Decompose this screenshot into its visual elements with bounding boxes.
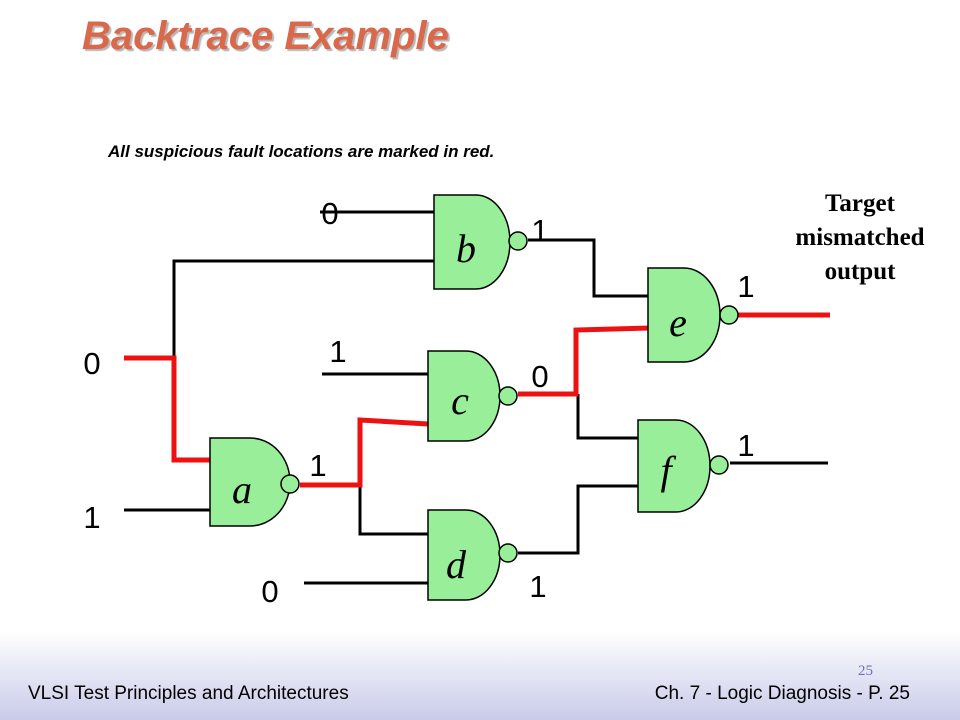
footer-course-title: VLSI Test Principles and Architectures [28,683,349,704]
wire-c-to-f [576,394,640,440]
wire-b-to-e [528,238,650,298]
value-in-a-top: 0 [83,346,100,381]
gates [209,194,739,601]
gate-e-bubble [719,305,739,325]
gate-a [209,437,300,527]
page-number: 25 [858,663,873,679]
gate-a-bubble [280,474,300,494]
gate-label-b: b [456,226,476,271]
gate-d-bubble [498,543,518,563]
gate-label-a: a [232,467,252,512]
wire-b-input-bottom [172,259,436,358]
gate-label-e: e [669,300,687,345]
fault-wire-c-to-e [518,325,651,397]
wire-a-to-d [358,484,428,536]
gate-c [427,350,518,442]
gate-b [433,194,528,290]
gate-label-c: c [451,378,469,423]
value-out-d: 1 [529,569,546,604]
gate-f-bubble [709,455,729,475]
value-out-f: 1 [737,428,754,463]
gate-c-bubble [498,386,518,406]
value-in-c-top: 1 [329,334,346,369]
suspicious-wires [124,312,830,488]
slide-subtitle: All suspicious fault locations are marke… [108,142,495,161]
gate-b-bubble [508,231,528,251]
value-out-b: 1 [531,213,548,248]
target-output-label: Target mismatched output [795,190,925,285]
gate-label-d: d [446,542,467,587]
value-out-a: 1 [309,448,326,483]
circuit-diagram: a b c d e f 0 1 0 1 1 1 0 0 1 1 1 [83,194,830,609]
value-out-e: 1 [737,269,754,304]
value-in-d-bottom: 0 [261,574,278,609]
value-in-a-bottom: 1 [83,500,100,535]
gate-e [647,267,739,363]
slide-title: Backtrace Example [82,14,449,58]
gate-f-body [637,419,711,513]
wire-d-to-f [518,484,640,555]
footer-bar [0,632,960,720]
footer-chapter-page: Ch. 7 - Logic Diagnosis - P. 25 [654,683,910,704]
fault-wire-a-to-c [300,417,429,488]
gate-d [427,509,518,601]
normal-wires [124,210,828,585]
value-in-b-top: 0 [321,196,338,231]
value-out-c: 0 [531,359,548,394]
fault-wire-a-input-top [124,355,212,463]
gate-f [637,419,729,513]
